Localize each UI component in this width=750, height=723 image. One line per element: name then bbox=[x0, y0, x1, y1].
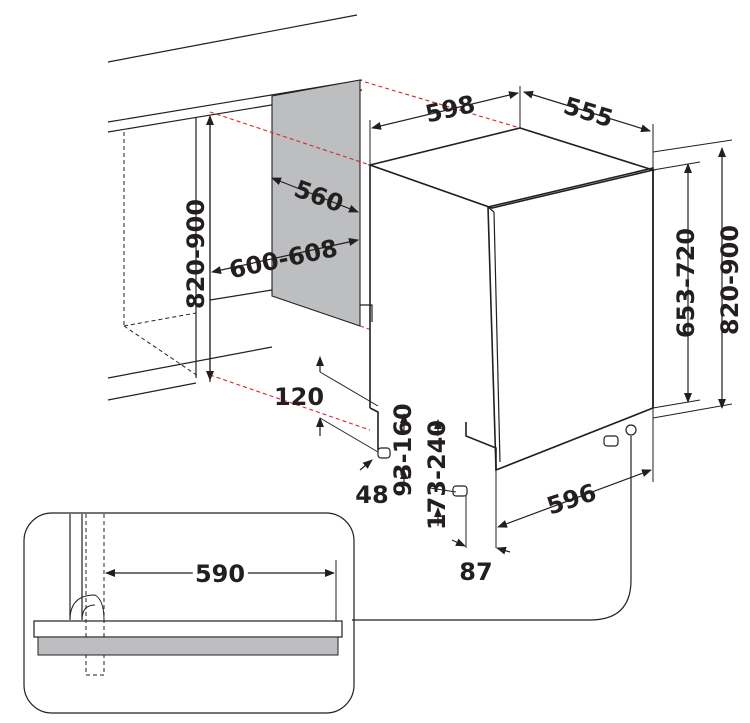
dim-590-label: 590 bbox=[195, 560, 245, 588]
dim-niche-height-label: 820-900 bbox=[182, 199, 210, 309]
dim-653-720-label: 653-720 bbox=[672, 228, 700, 338]
dim-173-240-label: 173-240 bbox=[423, 420, 451, 530]
dim-173-240 bbox=[429, 419, 457, 526]
dim-87 bbox=[451, 496, 511, 555]
detail-leader bbox=[352, 436, 632, 621]
dim-653-720 bbox=[652, 161, 701, 409]
dim-appliance-height-label: 820-900 bbox=[716, 225, 744, 335]
dim-555 bbox=[523, 90, 654, 170]
dim-48-label: 48 bbox=[355, 481, 388, 509]
dim-596-label: 596 bbox=[543, 478, 599, 520]
dim-87-label: 87 bbox=[459, 558, 492, 586]
dim-120 bbox=[316, 356, 379, 453]
hidden-cabinet-outline bbox=[123, 132, 199, 377]
dim-590 bbox=[105, 560, 337, 621]
dim-93-160-label: 93-160 bbox=[389, 403, 417, 496]
dim-555-label: 555 bbox=[560, 92, 616, 133]
dim-48 bbox=[359, 459, 373, 471]
dim-appliance-height bbox=[652, 139, 733, 419]
dim-598-label: 598 bbox=[423, 90, 478, 129]
dim-596 bbox=[495, 408, 654, 548]
dim-560 bbox=[271, 177, 359, 213]
dim-120-label: 120 bbox=[274, 383, 324, 411]
detail-box bbox=[23, 512, 355, 714]
dim-600-608 bbox=[211, 238, 359, 274]
dim-598 bbox=[369, 86, 521, 165]
